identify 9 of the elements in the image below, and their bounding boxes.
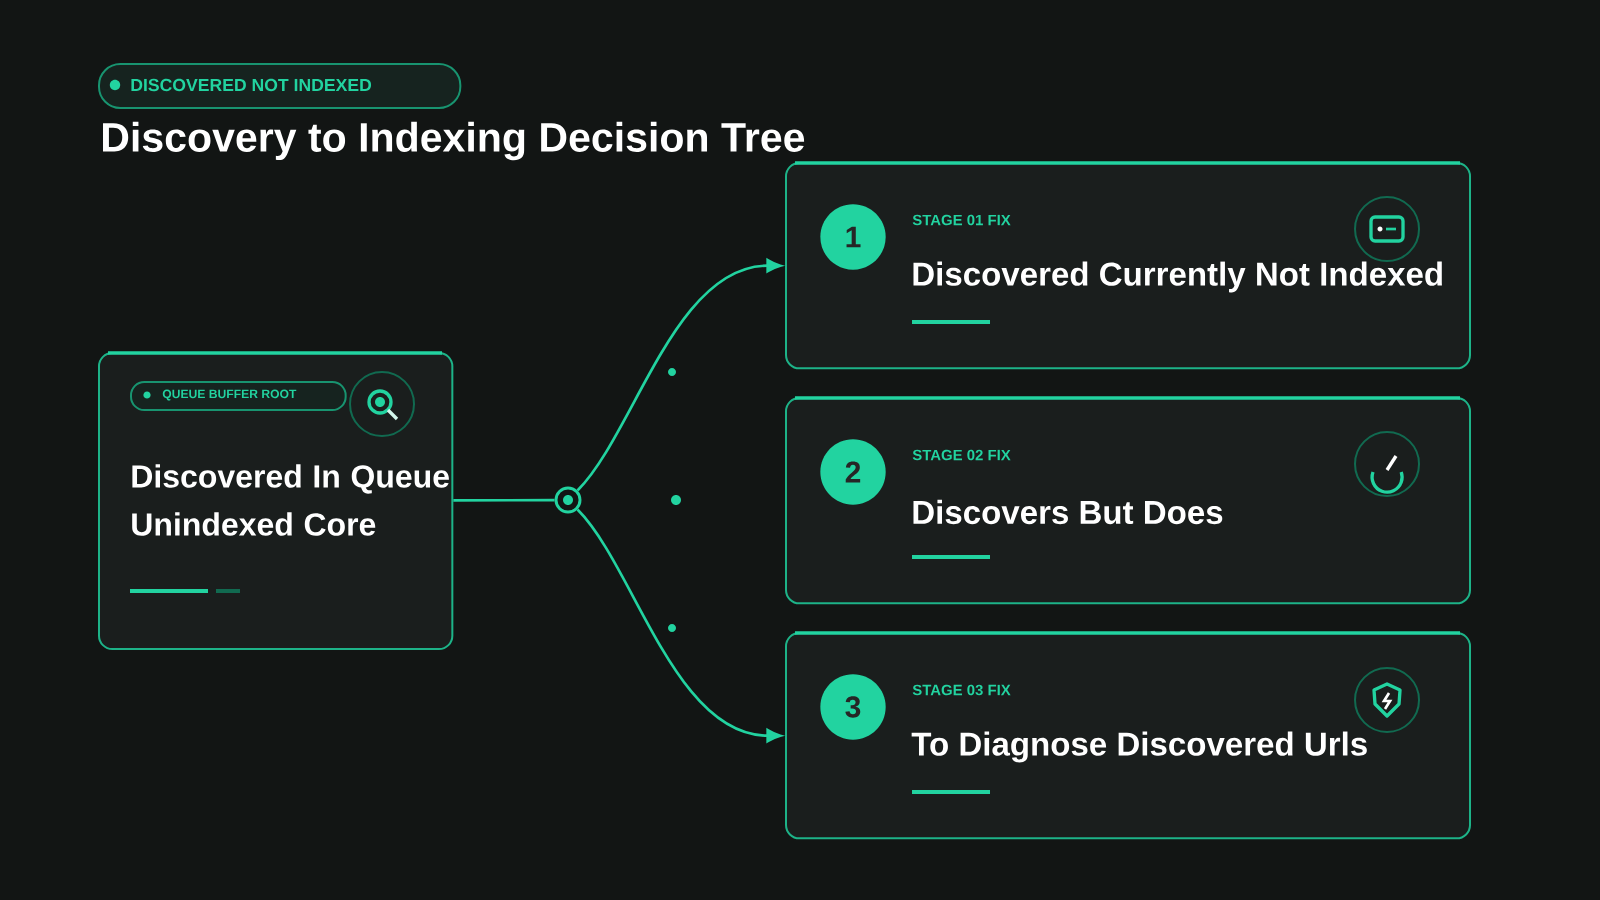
- tag-pill: QUEUE BUFFER ROOT: [130, 381, 347, 411]
- number-badge: 1: [820, 204, 886, 270]
- junction-circle: [554, 486, 582, 514]
- number-badge: 2: [820, 439, 886, 505]
- arrow: [576, 258, 782, 492]
- tag-pill: DISCOVERED NOT INDEXED: [98, 63, 462, 109]
- arrow: [576, 508, 782, 743]
- title: Discovery to Indexing Decision Tree: [103, 121, 805, 161]
- number-badge: 3: [820, 674, 886, 740]
